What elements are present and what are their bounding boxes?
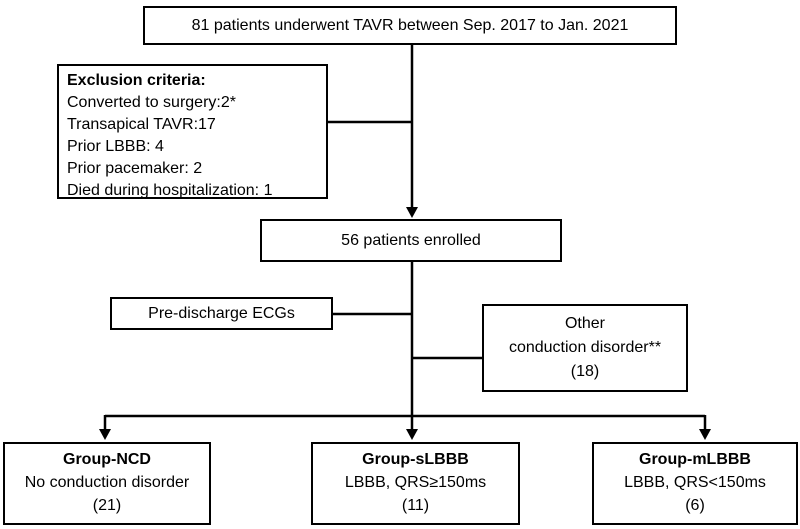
arrowhead-to-ncd [99,429,111,440]
group-mlbbb-title: Group-mLBBB [639,451,751,469]
box-patients-underwent-tavr: 81 patients underwent TAVR between Sep. … [143,6,677,45]
other-conduction-count: (18) [570,363,600,380]
box-other-conduction-disorder: Other conduction disorder** (18) [482,304,688,392]
exclusion-item-transapical-tavr: Transapical TAVR:17 [67,115,216,133]
group-mlbbb-count: (6) [685,496,705,514]
box-patients-enrolled-label: 56 patients enrolled [341,231,481,249]
group-slbbb-count: (11) [401,496,430,514]
exclusion-item-died-during-hospitalization: Died during hospitalization: 1 [67,181,273,199]
box-pre-discharge-ecgs: Pre-discharge ECGs [110,297,333,330]
group-ncd-subtitle: No conduction disorder [24,474,190,492]
group-ncd-count: (21) [92,496,122,514]
group-ncd-title: Group-NCD [63,451,151,469]
other-conduction-line1: Other [564,315,605,332]
box-pre-discharge-ecgs-label: Pre-discharge ECGs [148,304,295,322]
box-exclusion-criteria: Exclusion criteria: Converted to surgery… [57,64,328,199]
box-patients-enrolled: 56 patients enrolled [260,219,562,262]
arrowhead-to-slbbb [406,429,418,440]
box-group-slbbb: Group-sLBBB LBBB, QRS≥150ms (11) [311,442,520,525]
arrowhead-to-mlbbb [699,429,711,440]
box-group-ncd: Group-NCD No conduction disorder (21) [3,442,211,525]
box-patients-underwent-tavr-label: 81 patients underwent TAVR between Sep. … [191,16,629,34]
box-group-mlbbb: Group-mLBBB LBBB, QRS<150ms (6) [592,442,798,525]
group-slbbb-subtitle: LBBB, QRS≥150ms [344,474,487,492]
other-conduction-line2: conduction disorder** [508,339,662,356]
arrowhead-to-enrolled [406,207,418,218]
exclusion-item-prior-pacemaker: Prior pacemaker: 2 [67,159,203,177]
group-slbbb-title: Group-sLBBB [362,451,469,469]
exclusion-item-converted-to-surgery: Converted to surgery:2* [67,93,236,111]
exclusion-item-prior-lbbb: Prior LBBB: 4 [67,137,164,155]
group-mlbbb-subtitle: LBBB, QRS<150ms [624,474,766,492]
exclusion-criteria-title: Exclusion criteria: [67,72,206,89]
